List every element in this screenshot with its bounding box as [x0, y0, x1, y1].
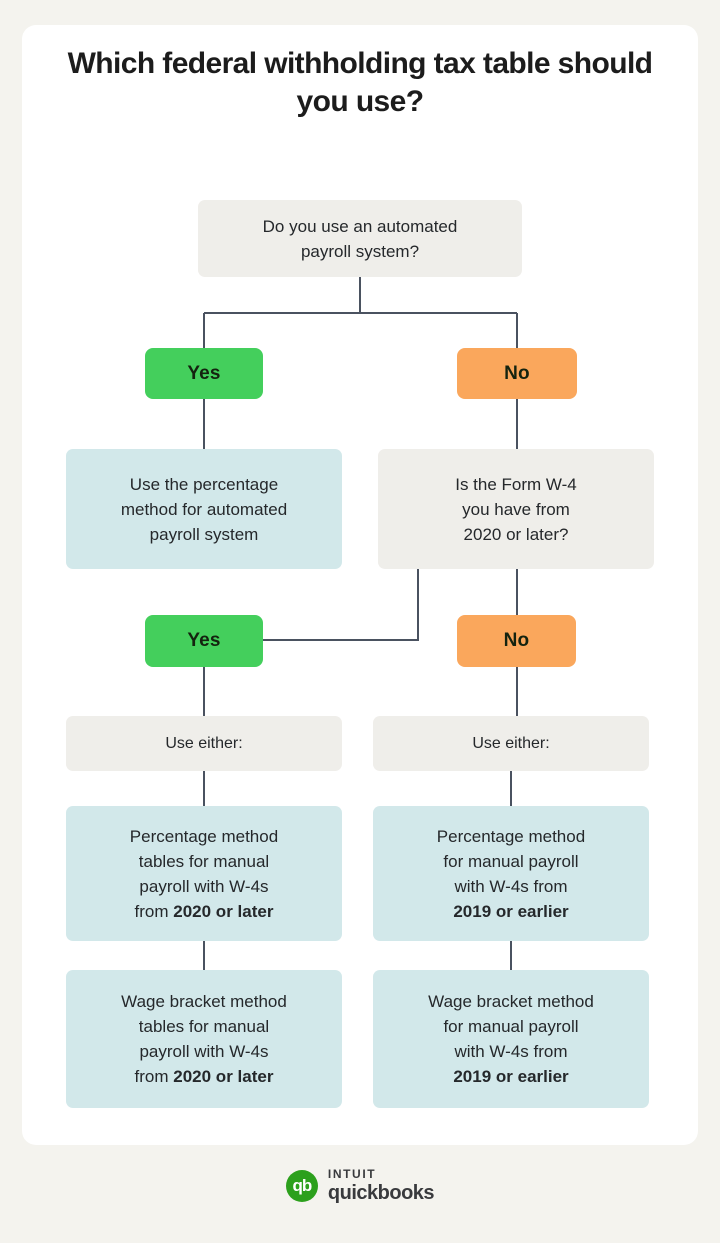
use-either-right: Use either: [373, 716, 649, 771]
branch-yes-label: Yes [187, 362, 221, 384]
res-rw-line1: Wage bracket method [428, 992, 594, 1011]
res-lp-line4: from 2020 or later [130, 899, 278, 924]
branch-no2-label: No [503, 630, 530, 651]
res-rp-line4-bold: 2019 or earlier [453, 901, 569, 921]
q1-line1: Do you use an automated [262, 216, 458, 236]
res-lp-line4-prefix: from [134, 901, 174, 921]
result-percentage-manual-2020: Percentage method tables for manual payr… [66, 806, 342, 941]
q2-line1: Is the Form W-4 [455, 474, 577, 494]
res-rp-line1: Percentage method [436, 826, 586, 846]
result-wage-bracket-manual-2020: Wage bracket method tables for manual pa… [66, 970, 342, 1108]
page-title: Which federal withholding tax table shou… [67, 47, 653, 118]
result-percentage-manual-2019: Percentage method for manual payroll wit… [373, 806, 649, 941]
footer-branding: qb INTUIT quickbooks [0, 1168, 720, 1203]
q1-line2: payroll system? [300, 241, 420, 261]
use-either-left: Use either: [66, 716, 342, 771]
res-lw-line1: Wage bracket method [121, 992, 287, 1011]
q2-line3: 2020 or later? [463, 524, 569, 544]
res-rw-line3: with W-4s from [454, 1042, 568, 1061]
branch-no-automated[interactable]: No [457, 348, 577, 399]
result-auto-line3: payroll system [149, 524, 259, 544]
use-either-left-label: Use either: [165, 734, 243, 752]
res-lw-line2: tables for manual [138, 1017, 270, 1036]
res-lp-line1: Percentage method [129, 826, 279, 846]
result-percentage-automated: Use the percentage method for automated … [66, 449, 342, 569]
res-rw-line4: 2019 or earlier [428, 1064, 594, 1089]
branch-yes2-label: Yes [187, 630, 221, 651]
res-rp-line3: with W-4s from [454, 876, 568, 896]
brand-intuit: INTUIT [327, 1167, 377, 1181]
question-automated-payroll: Do you use an automated payroll system? [198, 200, 522, 277]
res-lw-line4-bold: 2020 or later [173, 1067, 274, 1086]
result-wage-bracket-manual-2019: Wage bracket method for manual payroll w… [373, 970, 649, 1108]
res-lp-line3: payroll with W-4s [139, 876, 269, 896]
quickbooks-logo-icon: qb [285, 1169, 318, 1202]
res-rp-line2: for manual payroll [443, 851, 579, 871]
logo-mark-text: qb [292, 1176, 313, 1195]
branch-no-label: No [504, 362, 530, 384]
result-auto-line1: Use the percentage [129, 474, 279, 494]
brand-quickbooks: quickbooks [327, 1182, 435, 1204]
question-form-w4-year: Is the Form W-4 you have from 2020 or la… [378, 449, 654, 569]
res-rw-line2: for manual payroll [443, 1017, 579, 1036]
res-rp-line4: 2019 or earlier [437, 899, 585, 924]
brand-wordmark: INTUIT quickbooks [327, 1167, 435, 1204]
result-auto-line2: method for automated [120, 499, 288, 519]
res-lw-line3: payroll with W-4s [139, 1042, 269, 1061]
res-lp-line4-bold: 2020 or later [173, 901, 274, 921]
use-either-right-label: Use either: [472, 734, 550, 752]
q2-line2: you have from [462, 499, 570, 519]
res-lp-line2: tables for manual [138, 851, 270, 871]
res-lw-line4-prefix: from [134, 1067, 174, 1086]
res-rw-line4-bold: 2019 or earlier [453, 1067, 569, 1086]
res-lw-line4: from 2020 or later [121, 1064, 287, 1089]
branch-yes-automated[interactable]: Yes [145, 348, 263, 399]
branch-yes-w4-2020[interactable]: Yes [145, 615, 263, 667]
branch-no-w4-2020[interactable]: No [457, 615, 576, 667]
